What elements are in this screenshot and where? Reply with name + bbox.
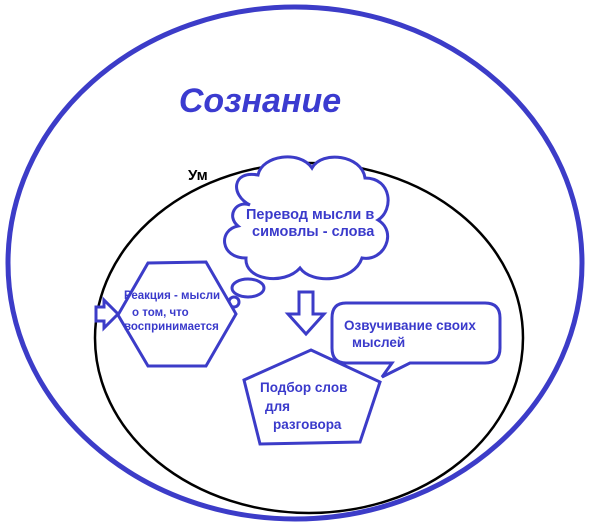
reaction-hexagon [116, 260, 238, 368]
selection-label-line1: Подбор слов [260, 380, 347, 395]
reaction-label-line2: о том, что [132, 307, 189, 319]
voicing-speech-box [330, 301, 502, 379]
word-selection-pentagon [242, 348, 382, 446]
selection-label-line2: для [265, 399, 290, 414]
arrow-down-icon [284, 290, 328, 337]
voicing-label-line2: мыслей [352, 335, 405, 350]
consciousness-title: Сознание [179, 82, 341, 120]
mind-label: Ум [188, 167, 208, 184]
voicing-label-line1: Озвучивание своих [344, 318, 476, 333]
reaction-label-line3: воспринимается [124, 321, 219, 333]
reaction-label-line1: Реакция - мысли [124, 290, 220, 302]
translation-label-line1: Перевод мысли в [246, 207, 374, 223]
arrow-right-icon [94, 296, 121, 332]
selection-label-line3: разговора [273, 417, 342, 432]
translation-label-line2: симовлы - слова [252, 224, 375, 240]
